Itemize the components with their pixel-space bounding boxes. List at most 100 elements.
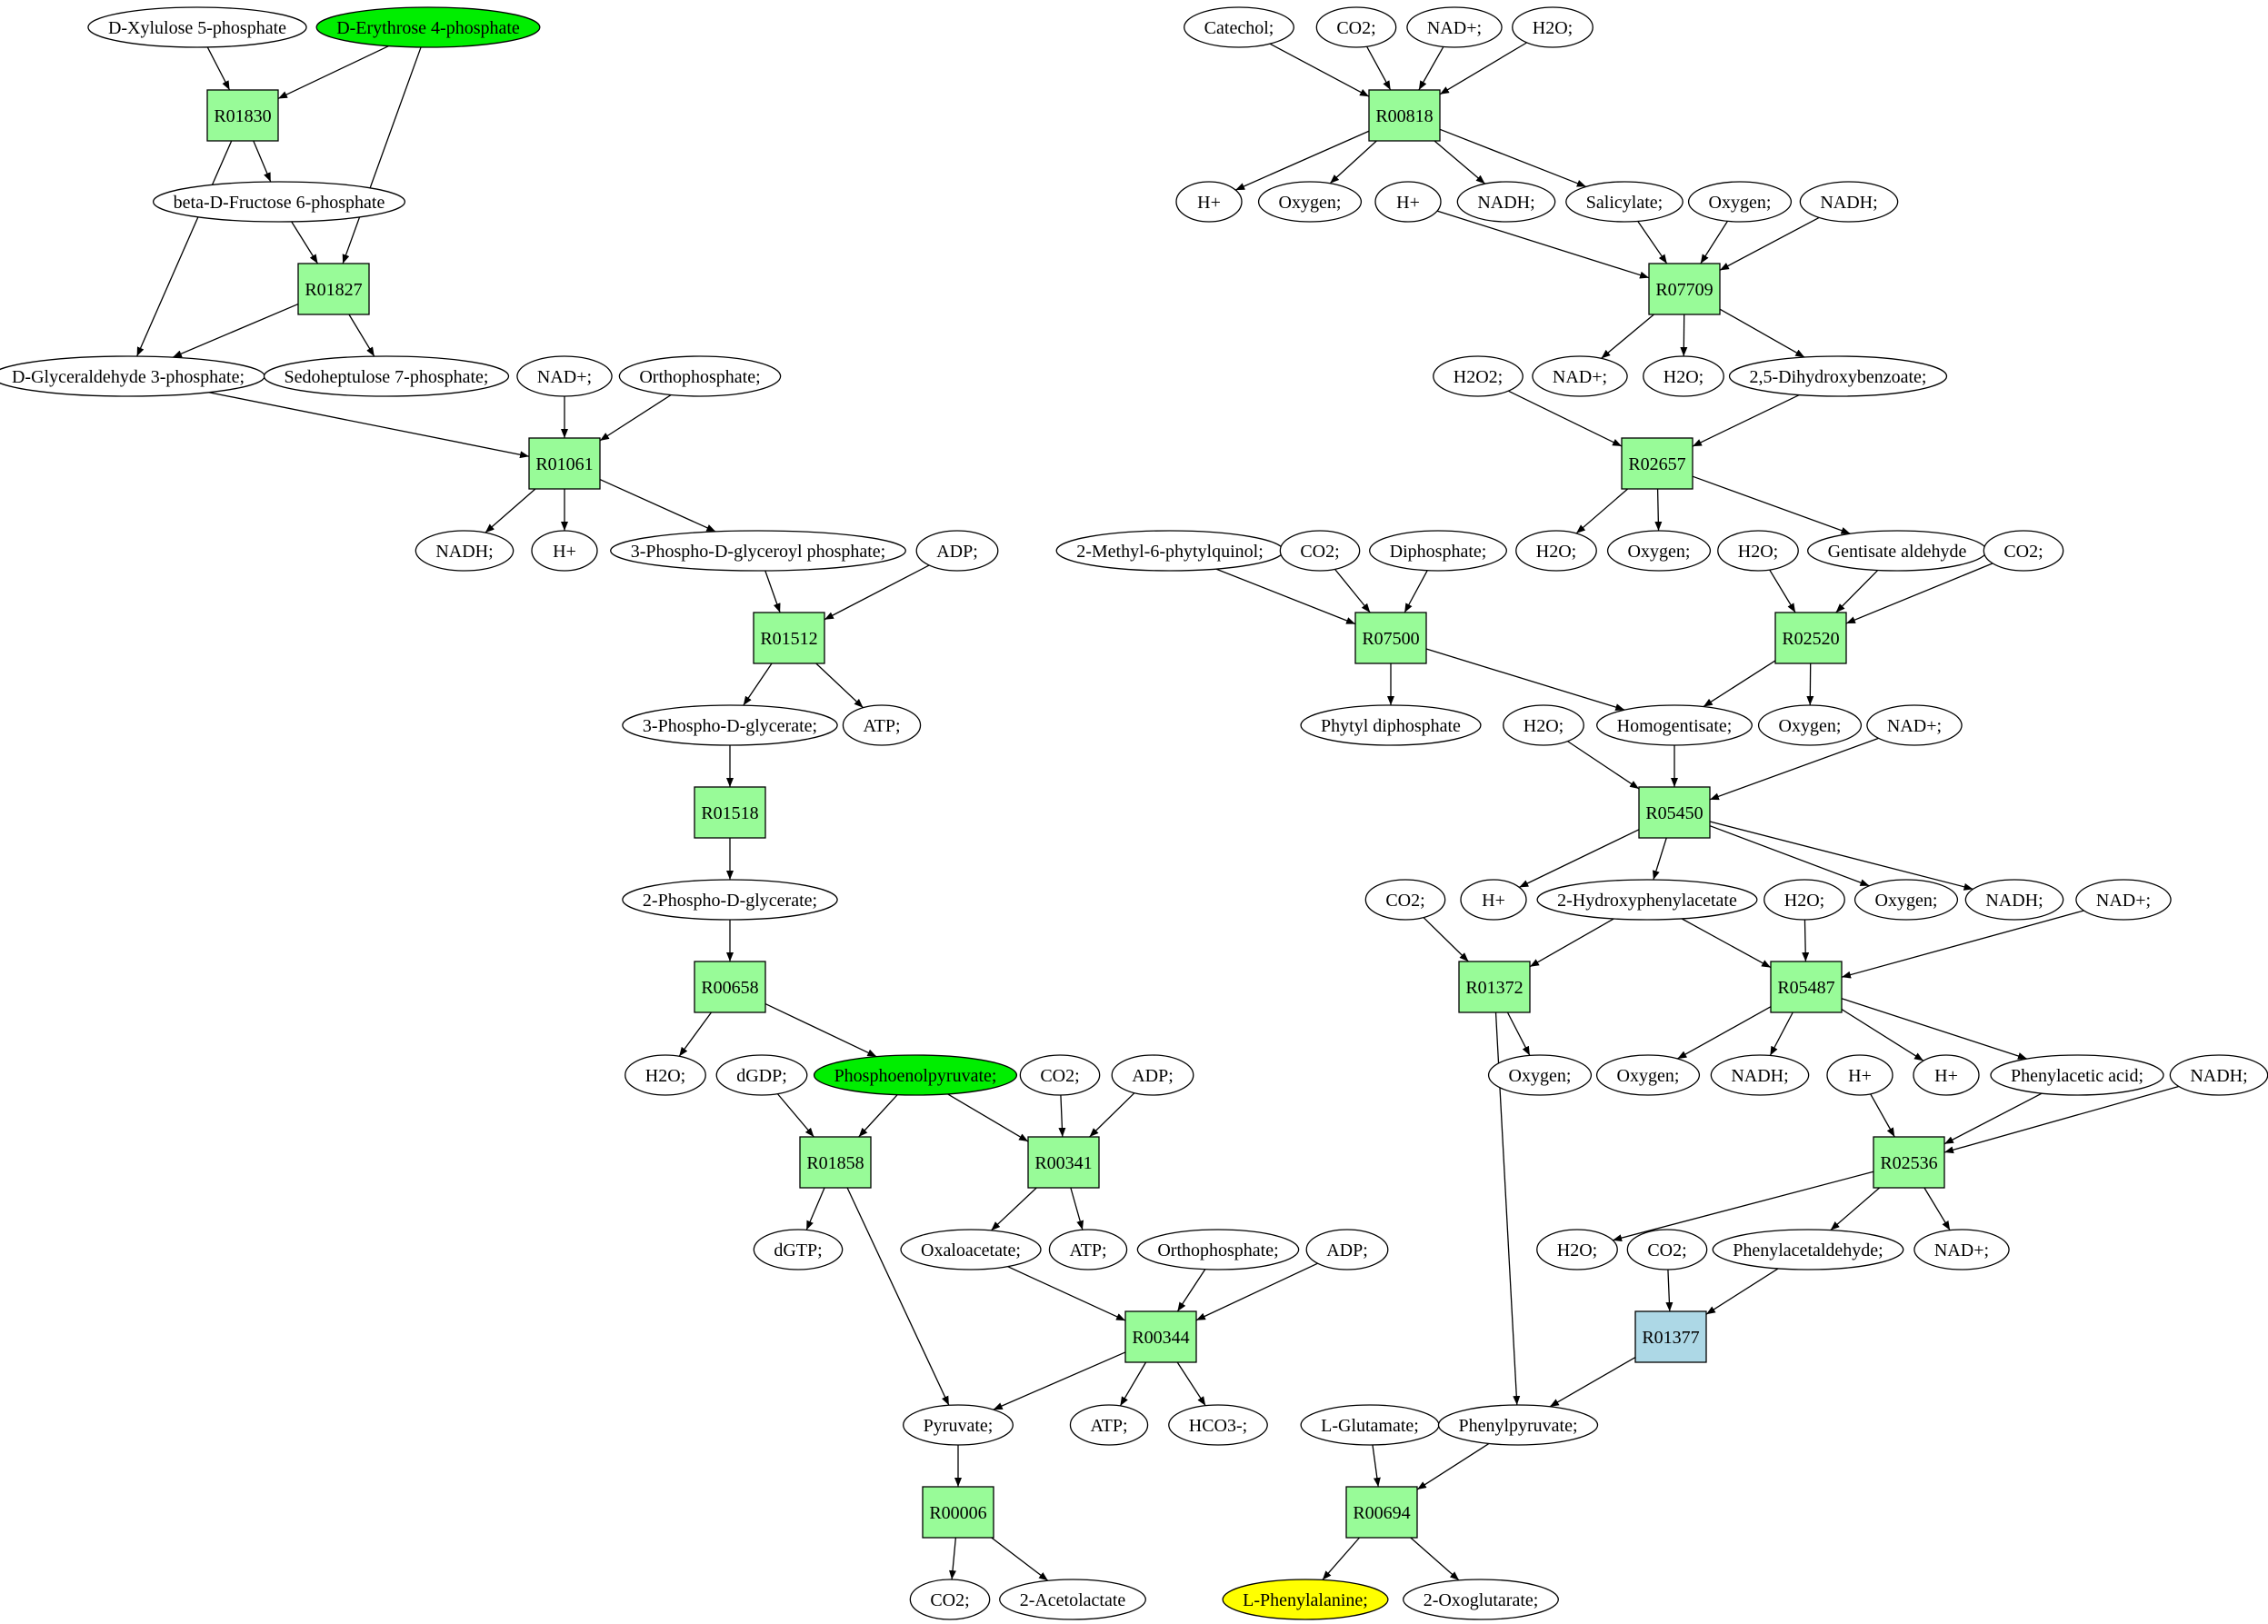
compound-node-c_h2o_a[interactable]: H2O; [624,1054,706,1096]
reaction-node-r_R07709[interactable]: R07709 [1648,263,1721,315]
compound-node-c_h2o2[interactable]: H2O2; [1433,355,1524,397]
compound-node-c_hco3[interactable]: HCO3-; [1168,1404,1268,1446]
compound-node-c_oxy_b[interactable]: Oxygen; [1687,181,1793,223]
compound-node-c_nadp_c[interactable]: NAD+; [1532,355,1628,397]
compound-node-c_h_f[interactable]: H+ [1913,1054,1980,1096]
reaction-node-r_R02657[interactable]: R02657 [1621,437,1694,490]
compound-node-c_nadh_d[interactable]: NADH; [1964,879,2064,921]
compound-node-c_h2o_c[interactable]: H2O; [1643,355,1724,397]
compound-node-c_oxy_g[interactable]: Oxygen; [1595,1054,1701,1096]
compound-node-c_glutamate[interactable]: L-Glutamate; [1300,1404,1440,1446]
reaction-node-r_R00344[interactable]: R00344 [1124,1310,1197,1363]
compound-node-c_oxy_a[interactable]: Oxygen; [1257,181,1363,223]
compound-node-c_dgdp[interactable]: dGDP; [715,1054,808,1096]
compound-node-c_h2o_d[interactable]: H2O; [1515,530,1597,572]
compound-node-c_3pdgp[interactable]: 3-Phospho-D-glyceroyl phosphate; [610,530,906,572]
compound-node-c_ortho_a[interactable]: Orthophosphate; [618,355,782,397]
reaction-node-r_R05450[interactable]: R05450 [1638,786,1711,839]
reaction-node-r_R00006[interactable]: R00006 [922,1486,994,1539]
compound-node-c_2hpa[interactable]: 2-Hydroxyphenylacetate [1536,879,1758,921]
reaction-node-r_R00818[interactable]: R00818 [1368,89,1441,142]
compound-node-c_nadh_b[interactable]: NADH; [1456,181,1556,223]
compound-node-c_phenylacetic[interactable]: Phenylacetic acid; [1990,1054,2164,1096]
compound-node-c_nadp_e[interactable]: NAD+; [2075,879,2172,921]
compound-node-c_h_b[interactable]: H+ [1175,181,1243,223]
compound-node-c_pep[interactable]: Phosphoenolpyruvate; [813,1054,1018,1096]
compound-node-c_phenylacetald[interactable]: Phenylacetaldehyde; [1712,1229,1904,1270]
reaction-node-r_R05487[interactable]: R05487 [1770,961,1843,1013]
compound-node-c_nadp_b[interactable]: NAD+; [1406,6,1503,48]
compound-node-c_ortho_b[interactable]: Orthophosphate; [1136,1229,1300,1270]
compound-node-c_oxy_d[interactable]: Oxygen; [1757,704,1863,746]
compound-node-c_g3p[interactable]: D-Glyceraldehyde 3-phosphate; [0,355,265,397]
compound-node-c_nadh_c[interactable]: NADH; [1799,181,1899,223]
compound-node-c_oxy_f[interactable]: Oxygen; [1487,1054,1593,1096]
compound-node-c_nadh_e[interactable]: NADH; [1710,1054,1810,1096]
reaction-node-r_R07500[interactable]: R07500 [1354,612,1427,664]
compound-node-c_h2o_h[interactable]: H2O; [1536,1229,1618,1270]
compound-node-c_catechol[interactable]: Catechol; [1184,6,1294,48]
compound-node-c_h_d[interactable]: H+ [1460,879,1527,921]
compound-node-c_atp_a[interactable]: ATP; [842,704,922,746]
compound-node-c_oxy_c[interactable]: Oxygen; [1606,530,1712,572]
compound-node-c_co2_a[interactable]: CO2; [1019,1054,1101,1096]
compound-node-c_h_a[interactable]: H+ [531,530,598,572]
compound-node-c_co2_e[interactable]: CO2; [1983,530,2064,572]
compound-node-c_acetolactate[interactable]: 2-Acetolactate [999,1579,1146,1620]
compound-node-c_h_c[interactable]: H+ [1374,181,1442,223]
reaction-node-r_R01518[interactable]: R01518 [694,786,766,839]
compound-node-c_nadp_a[interactable]: NAD+; [516,355,613,397]
reaction-node-r_R01372[interactable]: R01372 [1458,961,1531,1013]
compound-node-c_nadp_f[interactable]: NAD+; [1913,1229,2010,1270]
compound-node-c_atp_c[interactable]: ATP; [1069,1404,1149,1446]
compound-node-c_pyruvate[interactable]: Pyruvate; [903,1404,1014,1446]
compound-node-c_nadp_d[interactable]: NAD+; [1866,704,1963,746]
compound-node-c_gentisald[interactable]: Gentisate aldehyde [1806,530,1988,572]
compound-node-c_co2_f[interactable]: CO2; [1364,879,1446,921]
compound-node-c_sedo7p[interactable]: Sedoheptulose 7-phosphate; [263,355,510,397]
compound-node-c_erythrose4p[interactable]: D-Erythrose 4-phosphate [315,6,541,48]
compound-node-c_oxoglutarate[interactable]: 2-Oxoglutarate; [1403,1579,1559,1620]
reaction-node-r_R01377[interactable]: R01377 [1634,1310,1707,1363]
reaction-node-r_R00694[interactable]: R00694 [1345,1486,1418,1539]
compound-node-c_phenylpyruvate[interactable]: Phenylpyruvate; [1437,1404,1599,1446]
reaction-node-r_R01830[interactable]: R01830 [206,89,279,142]
compound-node-c_diphosphate[interactable]: Diphosphate; [1369,530,1507,572]
reaction-node-r_R01512[interactable]: R01512 [753,612,825,664]
reaction-node-r_R01858[interactable]: R01858 [799,1136,872,1189]
compound-node-c_co2_b[interactable]: CO2; [909,1579,991,1620]
compound-node-c_2pdg[interactable]: 2-Phospho-D-glycerate; [622,879,838,921]
compound-node-c_h2o_b[interactable]: H2O; [1512,6,1594,48]
compound-node-c_adp_b[interactable]: ADP; [1111,1054,1194,1096]
reaction-node-r_R00341[interactable]: R00341 [1027,1136,1100,1189]
compound-node-c_dgtp[interactable]: dGTP; [753,1229,844,1270]
compound-node-c_co2_c[interactable]: CO2; [1315,6,1397,48]
compound-node-c_adp_a[interactable]: ADP; [915,530,999,572]
compound-node-c_fructose6p[interactable]: beta-D-Fructose 6-phosphate [152,181,406,223]
compound-node-c_xylulose5p[interactable]: D-Xylulose 5-phosphate [87,6,307,48]
reaction-node-r_R01827[interactable]: R01827 [297,263,370,315]
compound-node-c_nadh_a[interactable]: NADH; [415,530,515,572]
reaction-node-r_R00658[interactable]: R00658 [694,961,766,1013]
compound-node-c_25dhb[interactable]: 2,5-Dihydroxybenzoate; [1728,355,1948,397]
reaction-node-r_R01061[interactable]: R01061 [528,437,601,490]
compound-node-c_oxy_e[interactable]: Oxygen; [1853,879,1959,921]
compound-node-c_nadh_f[interactable]: NADH; [2169,1054,2268,1096]
compound-node-c_h2o_e[interactable]: H2O; [1717,530,1799,572]
compound-node-c_homogentisate[interactable]: Homogentisate; [1596,704,1753,746]
compound-node-c_co2_g[interactable]: CO2; [1626,1229,1708,1270]
compound-node-c_phenylalanine[interactable]: L-Phenylalanine; [1222,1579,1389,1620]
compound-node-c_oxaloacetate[interactable]: Oxaloacetate; [900,1229,1042,1270]
compound-node-c_co2_d[interactable]: CO2; [1279,530,1361,572]
compound-node-c_h2o_f[interactable]: H2O; [1503,704,1584,746]
compound-node-c_phytyldp[interactable]: Phytyl diphosphate [1300,704,1482,746]
compound-node-c_3pdg[interactable]: 3-Phospho-D-glycerate; [622,704,838,746]
compound-node-c_h2o_g[interactable]: H2O; [1763,879,1845,921]
compound-node-c_mpq[interactable]: 2-Methyl-6-phytylquinol; [1055,530,1284,572]
compound-node-c_salicylate[interactable]: Salicylate; [1565,181,1684,223]
reaction-node-r_R02520[interactable]: R02520 [1774,612,1847,664]
compound-node-c_adp_c[interactable]: ADP; [1305,1229,1389,1270]
compound-node-c_atp_b[interactable]: ATP; [1048,1229,1128,1270]
compound-node-c_h_e[interactable]: H+ [1826,1054,1893,1096]
reaction-node-r_R02536[interactable]: R02536 [1873,1136,1945,1189]
